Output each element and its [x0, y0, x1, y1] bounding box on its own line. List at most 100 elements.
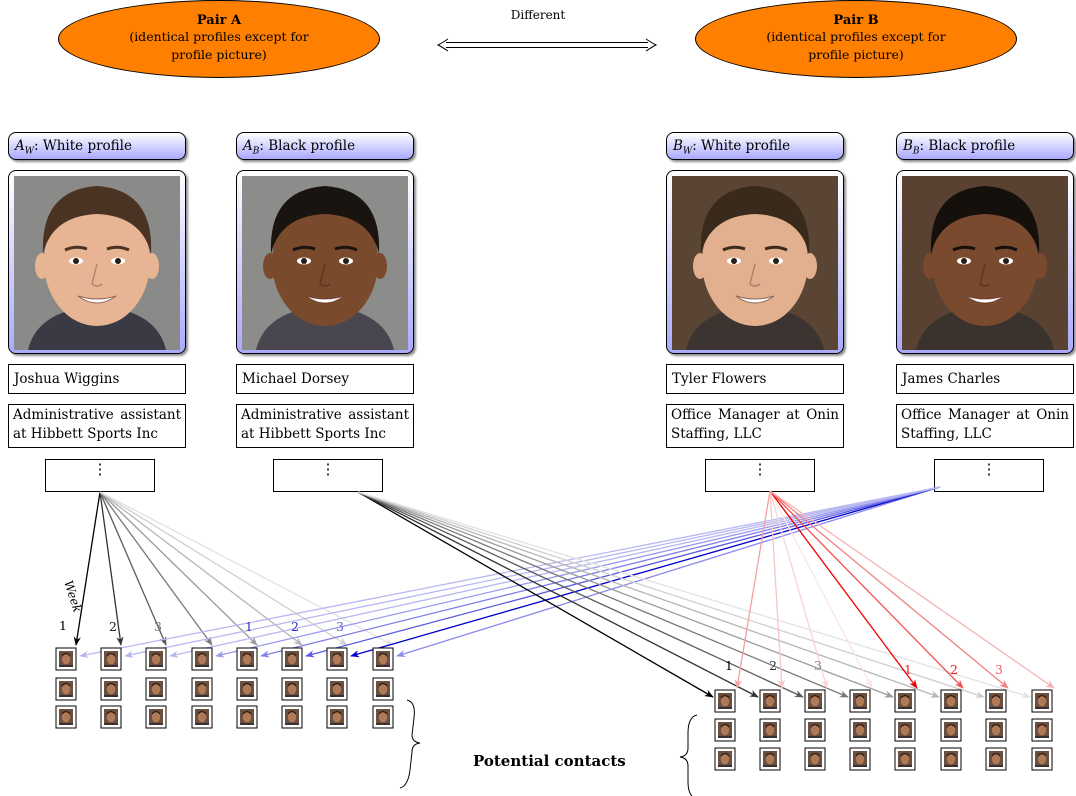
week-number-label: 3: [995, 662, 1003, 677]
potential-contact-thumbnail: [1031, 747, 1053, 771]
contact-request-arrow: [215, 486, 941, 658]
contact-request-arrow: [357, 491, 849, 698]
profile-job: Administrative assistant at Hibbett Spor…: [8, 404, 186, 448]
contact-request-arrow: [73, 491, 101, 646]
contact-request-arrow: [99, 491, 303, 646]
profile-photo: [666, 170, 844, 354]
contact-request-arrow: [305, 486, 941, 658]
potential-contact-thumbnail: [804, 718, 826, 742]
contact-request-arrow: [769, 490, 829, 689]
profile-photo: [236, 170, 414, 354]
contact-request-arrow: [99, 491, 394, 646]
potential-contact-thumbnail: [714, 718, 736, 742]
potential-contact-thumbnail: [191, 677, 213, 701]
week-number-label: 2: [109, 619, 117, 634]
potential-contact-thumbnail: [281, 677, 303, 701]
potential-contact-thumbnail: [236, 647, 258, 671]
contact-request-arrow: [357, 491, 894, 698]
potential-contact-thumbnail: [55, 677, 77, 701]
potential-contact-thumbnail: [372, 677, 394, 701]
potential-contact-thumbnail: [326, 677, 348, 701]
contact-request-arrow: [769, 490, 873, 689]
relation-label: Different: [510, 8, 566, 22]
contact-request-arrow: [350, 486, 941, 658]
week-number-label: 2: [291, 619, 299, 634]
contact-request-arrow: [99, 491, 213, 646]
potential-contact-thumbnail: [985, 747, 1007, 771]
potential-contact-thumbnail: [804, 689, 826, 713]
potential-contact-thumbnail: [714, 747, 736, 771]
contact-request-arrow: [357, 491, 985, 698]
potential-contact-thumbnail: [100, 705, 122, 729]
potential-contact-thumbnail: [326, 647, 348, 671]
potential-contact-thumbnail: [894, 747, 916, 771]
week-number-label: 2: [769, 658, 777, 673]
potential-contact-thumbnail: [714, 689, 736, 713]
potential-contact-thumbnail: [759, 718, 781, 742]
pair-b-subtitle-2: profile picture): [808, 47, 904, 62]
profile-face-image: [902, 176, 1068, 350]
potential-contact-thumbnail: [100, 677, 122, 701]
profile-face-image: [14, 176, 180, 350]
contact-request-arrow: [769, 490, 918, 689]
contact-request-arrow: [357, 491, 714, 698]
potential-contact-thumbnail: [281, 705, 303, 729]
potential-contact-thumbnail: [985, 718, 1007, 742]
potential-contact-thumbnail: [55, 647, 77, 671]
left-brace: [399, 699, 421, 789]
contact-request-arrow: [357, 491, 1031, 699]
potential-contact-thumbnail: [372, 647, 394, 671]
potential-contact-thumbnail: [804, 747, 826, 771]
potential-contact-thumbnail: [191, 647, 213, 671]
contact-request-arrow: [99, 491, 167, 646]
potential-contact-thumbnail: [281, 647, 303, 671]
contact-request-arrow: [769, 490, 964, 689]
contact-request-arrow: [99, 491, 124, 646]
profile-header: BW: White profile: [666, 132, 844, 160]
contact-request-arrow: [357, 491, 759, 698]
pair-a-ellipse: Pair A (identical profiles except for pr…: [58, 0, 380, 78]
profile-photo: [8, 170, 186, 354]
profile-job: Office Manager at Onin Staffing, LLC: [896, 404, 1074, 448]
pair-a-subtitle-1: (identical profiles except for: [129, 29, 309, 44]
potential-contact-thumbnail: [145, 647, 167, 671]
potential-contact-thumbnail: [191, 705, 213, 729]
potential-contact-thumbnail: [145, 677, 167, 701]
week-number-label: 2: [950, 662, 958, 677]
profile-name: James Charles: [896, 364, 1074, 394]
profile-header: AB: Black profile: [236, 132, 414, 160]
potential-contact-thumbnail: [894, 718, 916, 742]
more-fields-box: ⋮: [934, 459, 1044, 492]
profile-header: AW: White profile: [8, 132, 186, 160]
week-number-label: 1: [904, 662, 912, 677]
week-number-label: 3: [336, 619, 344, 634]
potential-contact-thumbnail: [849, 747, 871, 771]
contact-request-arrow: [99, 491, 258, 646]
more-fields-box: ⋮: [705, 459, 815, 492]
double-arrow: [436, 38, 658, 52]
week-number-label: 1: [245, 619, 253, 634]
pair-b-title: Pair B: [833, 13, 879, 28]
contact-request-arrow: [169, 486, 941, 658]
potential-contact-thumbnail: [940, 689, 962, 713]
profile-face-image: [672, 176, 838, 350]
contact-request-arrow: [79, 486, 941, 658]
profile-face-image: [242, 176, 408, 350]
profile-header: BB: Black profile: [896, 132, 1074, 160]
pair-b-subtitle-1: (identical profiles except for: [766, 29, 946, 44]
contact-request-arrow: [396, 486, 941, 658]
pair-a-subtitle-2: profile picture): [171, 47, 267, 62]
potential-contact-thumbnail: [236, 677, 258, 701]
contact-request-arrow: [769, 490, 786, 689]
week-number-label: 1: [59, 618, 67, 633]
potential-contact-thumbnail: [100, 647, 122, 671]
profile-job: Office Manager at Onin Staffing, LLC: [666, 404, 844, 448]
potential-contact-thumbnail: [849, 689, 871, 713]
potential-contact-thumbnail: [372, 705, 394, 729]
profile-name: Tyler Flowers: [666, 364, 844, 394]
more-fields-box: ⋮: [273, 459, 383, 492]
potential-contact-thumbnail: [849, 718, 871, 742]
potential-contact-thumbnail: [236, 705, 258, 729]
contact-request-arrow: [357, 491, 940, 698]
